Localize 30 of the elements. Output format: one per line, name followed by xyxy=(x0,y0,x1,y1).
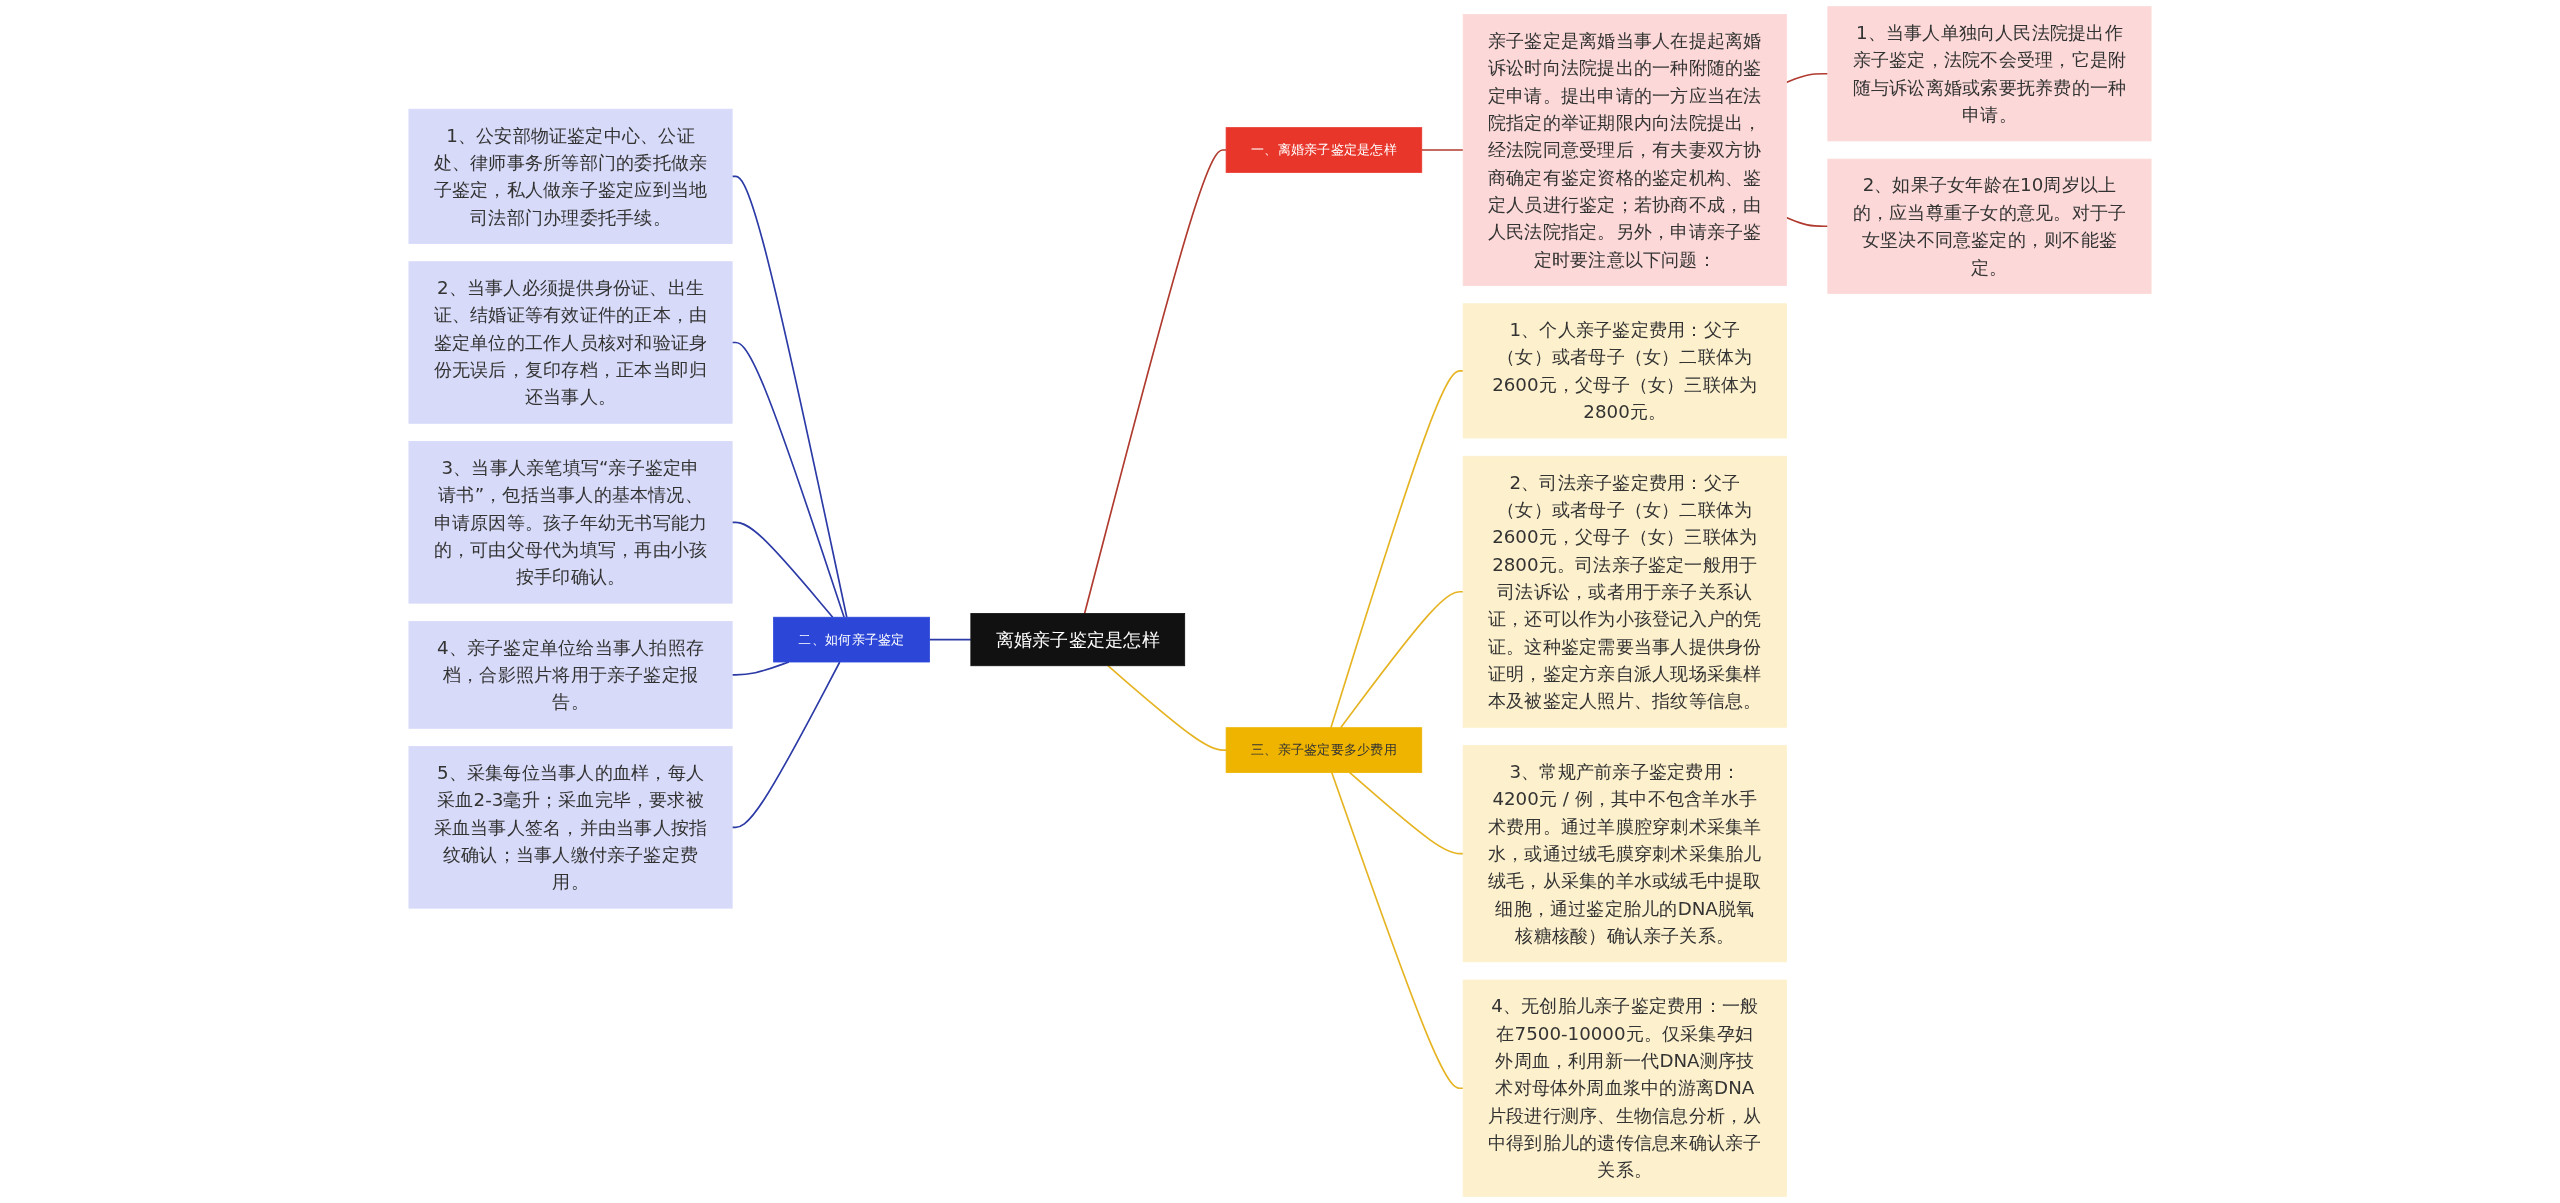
connector xyxy=(928,638,972,641)
connector xyxy=(1330,771,1464,1090)
connector xyxy=(1348,771,1464,855)
node-box: 亲子鉴定是离婚当事人在提起离婚诉讼时向法院提出的一种附随的鉴定申请。提出申请的一方应当在法院指定的举证期限内向法院提出，经法院同意受理后，有夫妻双方协商确定有鉴定资格的鉴定机构、鉴定人员进行鉴定；若协商不成，由人民法院指定。另外，申请亲子鉴定时要注意以下问题： xyxy=(1462,14,1787,286)
connector xyxy=(1339,590,1464,729)
node-box: 3、常规产前亲子鉴定费用：4200元 / 例，其中不包含羊水手术费用。通过羊膜腔穿刺术采集羊水，或通过绒毛膜穿刺术采集胎儿绒毛，从采集的羊水或绒毛中提取细胞，通过鉴定胎儿的DNA脱氧核糖核酸）确认亲子关系。 xyxy=(1462,745,1787,963)
node-box: 2、司法亲子鉴定费用：父子（女）或者母子（女）二联体为2600元，父母子（女）三联体为2800元。司法亲子鉴定一般用于司法诉讼，或者用于亲子关系认证，还可以作为小孩登记入户的凭证。这种鉴定需要当事人提供身份证明，鉴定方亲自派人现场采集样本及被鉴定人照片、指纹等信息。 xyxy=(1462,455,1787,728)
node-box: 离婚亲子鉴定是怎样 xyxy=(970,613,1186,667)
connector xyxy=(731,175,848,619)
connector xyxy=(1420,149,1464,151)
node-box: 5、采集每位当事人的血样，每人采血2-3毫升；采血完毕，要求被采血当事人签名，并由当事人按指纹确认；当事人缴付亲子鉴定费用。 xyxy=(408,746,733,909)
connector xyxy=(1107,664,1227,751)
node-box: 三、亲子鉴定要多少费用 xyxy=(1225,727,1423,773)
node-box: 一、离婚亲子鉴定是怎样 xyxy=(1225,127,1423,173)
node-box: 4、无创胎儿亲子鉴定费用：一般在7500-10000元。仅采集孕妇外周血，利用新一代DNA测序技术对母体外周血浆中的游离DNA片段进行测序、生物信息分析，从中得到胎儿的遗传信息来确认亲子关系。 xyxy=(1462,979,1787,1197)
connector xyxy=(731,661,841,829)
connector xyxy=(1083,149,1227,615)
node-box: 3、当事人亲笔填写“亲子鉴定申请书”，包括当事人的基本情况、申请原因等。孩子年幼无书写能力的，可由父母代为填写，再由小孩按手印确认。 xyxy=(408,441,733,604)
connector xyxy=(731,521,834,619)
node-box: 1、公安部物证鉴定中心、公证处、律师事务所等部门的委托做亲子鉴定，私人做亲子鉴定应到当地司法部门办理委托手续。 xyxy=(408,108,733,244)
node-box: 2、如果子女年龄在10周岁以上的，应当尊重子女的意见。对于子女坚决不同意鉴定的，则不能鉴定。 xyxy=(1827,158,2152,294)
node-box: 2、当事人必须提供身份证、出生证、结婚证等有效证件的正本，由鉴定单位的工作人员核对和验证身份无误后，复印存档，正本当即归还当事人。 xyxy=(408,261,733,424)
connector xyxy=(1330,370,1464,729)
connector xyxy=(1785,216,1829,228)
node-box: 1、当事人单独向人民法院提出作亲子鉴定，法院不会受理，它是附随与诉讼离婚或索要抚养费的一种申请。 xyxy=(1827,6,2152,142)
node-box: 4、亲子鉴定单位给当事人拍照存档，合影照片将用于亲子鉴定报告。 xyxy=(408,620,733,729)
connector xyxy=(731,341,845,619)
node-box: 二、如何亲子鉴定 xyxy=(773,616,930,663)
node-box: 1、个人亲子鉴定费用：父子（女）或者母子（女）二联体为2600元，父母子（女）三联体为2800元。 xyxy=(1462,303,1787,439)
connector xyxy=(1785,72,1829,84)
